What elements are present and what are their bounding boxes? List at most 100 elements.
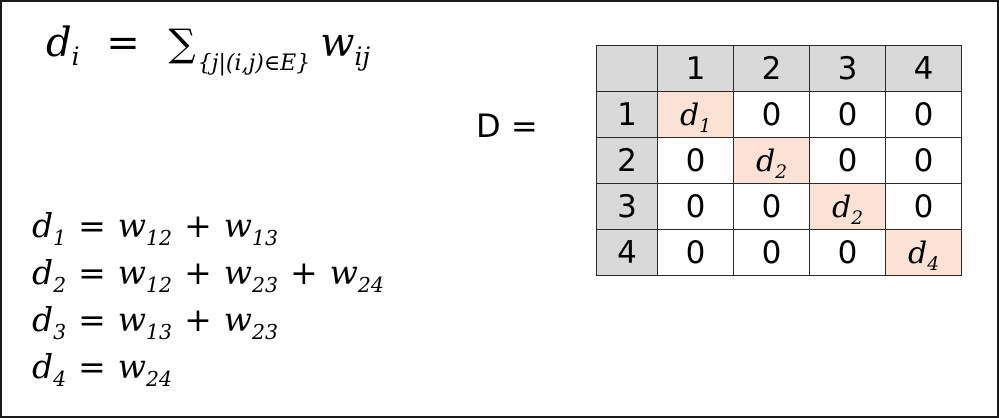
diagonal-entry: d2 (831, 189, 863, 229)
matrix-label: D = (476, 107, 538, 145)
plus-sign: + (184, 206, 212, 245)
lhs-sub: 3 (53, 319, 67, 344)
diag-var: d (679, 97, 700, 133)
defn-lhs-var: d (46, 20, 72, 66)
matrix-col-header: 3 (809, 45, 886, 92)
defn-lhs-sub: i (71, 42, 80, 72)
equation-term: w23 (223, 300, 278, 344)
diag-sub: 4 (927, 253, 940, 275)
equation-row: d2=w12+w23+w24 (32, 249, 384, 297)
matrix-diagonal-cell: d2 (809, 183, 886, 230)
matrix-cell: 0 (809, 91, 886, 138)
term-sub: 24 (146, 366, 173, 391)
matrix-diagonal-cell: d4 (885, 229, 962, 276)
summation-symbol: ∑ (168, 21, 196, 65)
lhs-sub: 4 (53, 366, 67, 391)
matrix-corner-cell (596, 45, 658, 92)
term-var: w (117, 253, 147, 292)
equation-term: w12 (117, 206, 172, 250)
diag-var: d (907, 235, 928, 271)
equals-sign: = (78, 300, 106, 339)
term-var: w (117, 300, 147, 339)
equation-lhs: d1 (32, 202, 66, 254)
defn-equals: = (106, 20, 140, 66)
matrix-row-header: 3 (596, 183, 658, 230)
matrix-cell: 0 (657, 229, 734, 276)
equals-sign: = (78, 253, 106, 292)
matrix-col-header: 4 (885, 45, 962, 92)
equation-term: w24 (117, 347, 172, 391)
equation-term: w13 (117, 300, 172, 344)
matrix-cell: 0 (885, 137, 962, 184)
diag-var: d (755, 143, 776, 179)
plus-sign: + (184, 300, 212, 339)
equation-term: w13 (223, 206, 278, 250)
term-sub: 12 (146, 272, 173, 297)
equation-row: d3=w13+w23 (32, 296, 384, 344)
defn-term-var: w (320, 20, 355, 66)
equation-term: w24 (329, 253, 384, 297)
matrix-cell: 0 (885, 91, 962, 138)
lhs-sub: 2 (53, 272, 67, 297)
diagonal-entry: d1 (679, 97, 711, 137)
equation-row: d4 = w24 (32, 343, 384, 391)
term-sub: 12 (146, 225, 173, 250)
matrix-cell: 0 (733, 183, 810, 230)
term-sub: 23 (251, 272, 278, 297)
plus-sign: + (289, 253, 318, 292)
lhs-var: d (32, 253, 54, 292)
degree-definition-formula: di = ∑{j|(i,j)∈E}wij (46, 20, 370, 76)
term-var: w (117, 347, 147, 386)
defn-term-sub: ij (354, 42, 371, 72)
matrix-col-header: 1 (657, 45, 734, 92)
lhs-sub: 1 (53, 225, 67, 250)
term-sub: 24 (357, 272, 384, 297)
matrix-row-header: 4 (596, 229, 658, 276)
term-var: w (117, 206, 147, 245)
equals-sign: = (78, 206, 106, 245)
equals-sign: = (78, 347, 106, 386)
equation-term: w23 (223, 253, 278, 297)
matrix-diagonal-cell: d1 (657, 91, 734, 138)
equation-lhs: d4 (32, 343, 66, 395)
matrix-row-header: 1 (596, 91, 658, 138)
diag-sub: 1 (699, 115, 712, 137)
matrix-cell: 0 (733, 229, 810, 276)
lhs-var: d (32, 347, 54, 386)
matrix-cell: 0 (885, 183, 962, 230)
term-sub: 13 (251, 225, 278, 250)
diagonal-entry: d4 (907, 235, 939, 275)
diag-sub: 2 (775, 161, 788, 183)
diag-var: d (831, 189, 852, 225)
equation-lhs: d3 (32, 296, 66, 348)
term-var: w (223, 253, 252, 292)
matrix-col-header: 2 (733, 45, 810, 92)
term-sub: 13 (146, 319, 173, 344)
matrix-cell: 0 (809, 137, 886, 184)
plus-sign: + (184, 253, 212, 292)
equation-lhs: d2 (32, 249, 66, 301)
diagonal-entry: d2 (755, 143, 787, 183)
lhs-var: d (32, 206, 54, 245)
equation-row: d1=w12+w13 (32, 202, 384, 250)
term-sub: 23 (251, 319, 278, 344)
matrix-cell: 0 (657, 137, 734, 184)
lhs-var: d (32, 300, 54, 339)
matrix-cell: 0 (733, 91, 810, 138)
term-var: w (223, 206, 252, 245)
term-var: w (329, 253, 358, 292)
matrix-cell: 0 (657, 183, 734, 230)
term-var: w (223, 300, 252, 339)
matrix-diagonal-cell: d2 (733, 137, 810, 184)
equation-term: w12 (117, 253, 172, 297)
diag-sub: 2 (851, 207, 864, 229)
matrix-row-header: 2 (596, 137, 658, 184)
